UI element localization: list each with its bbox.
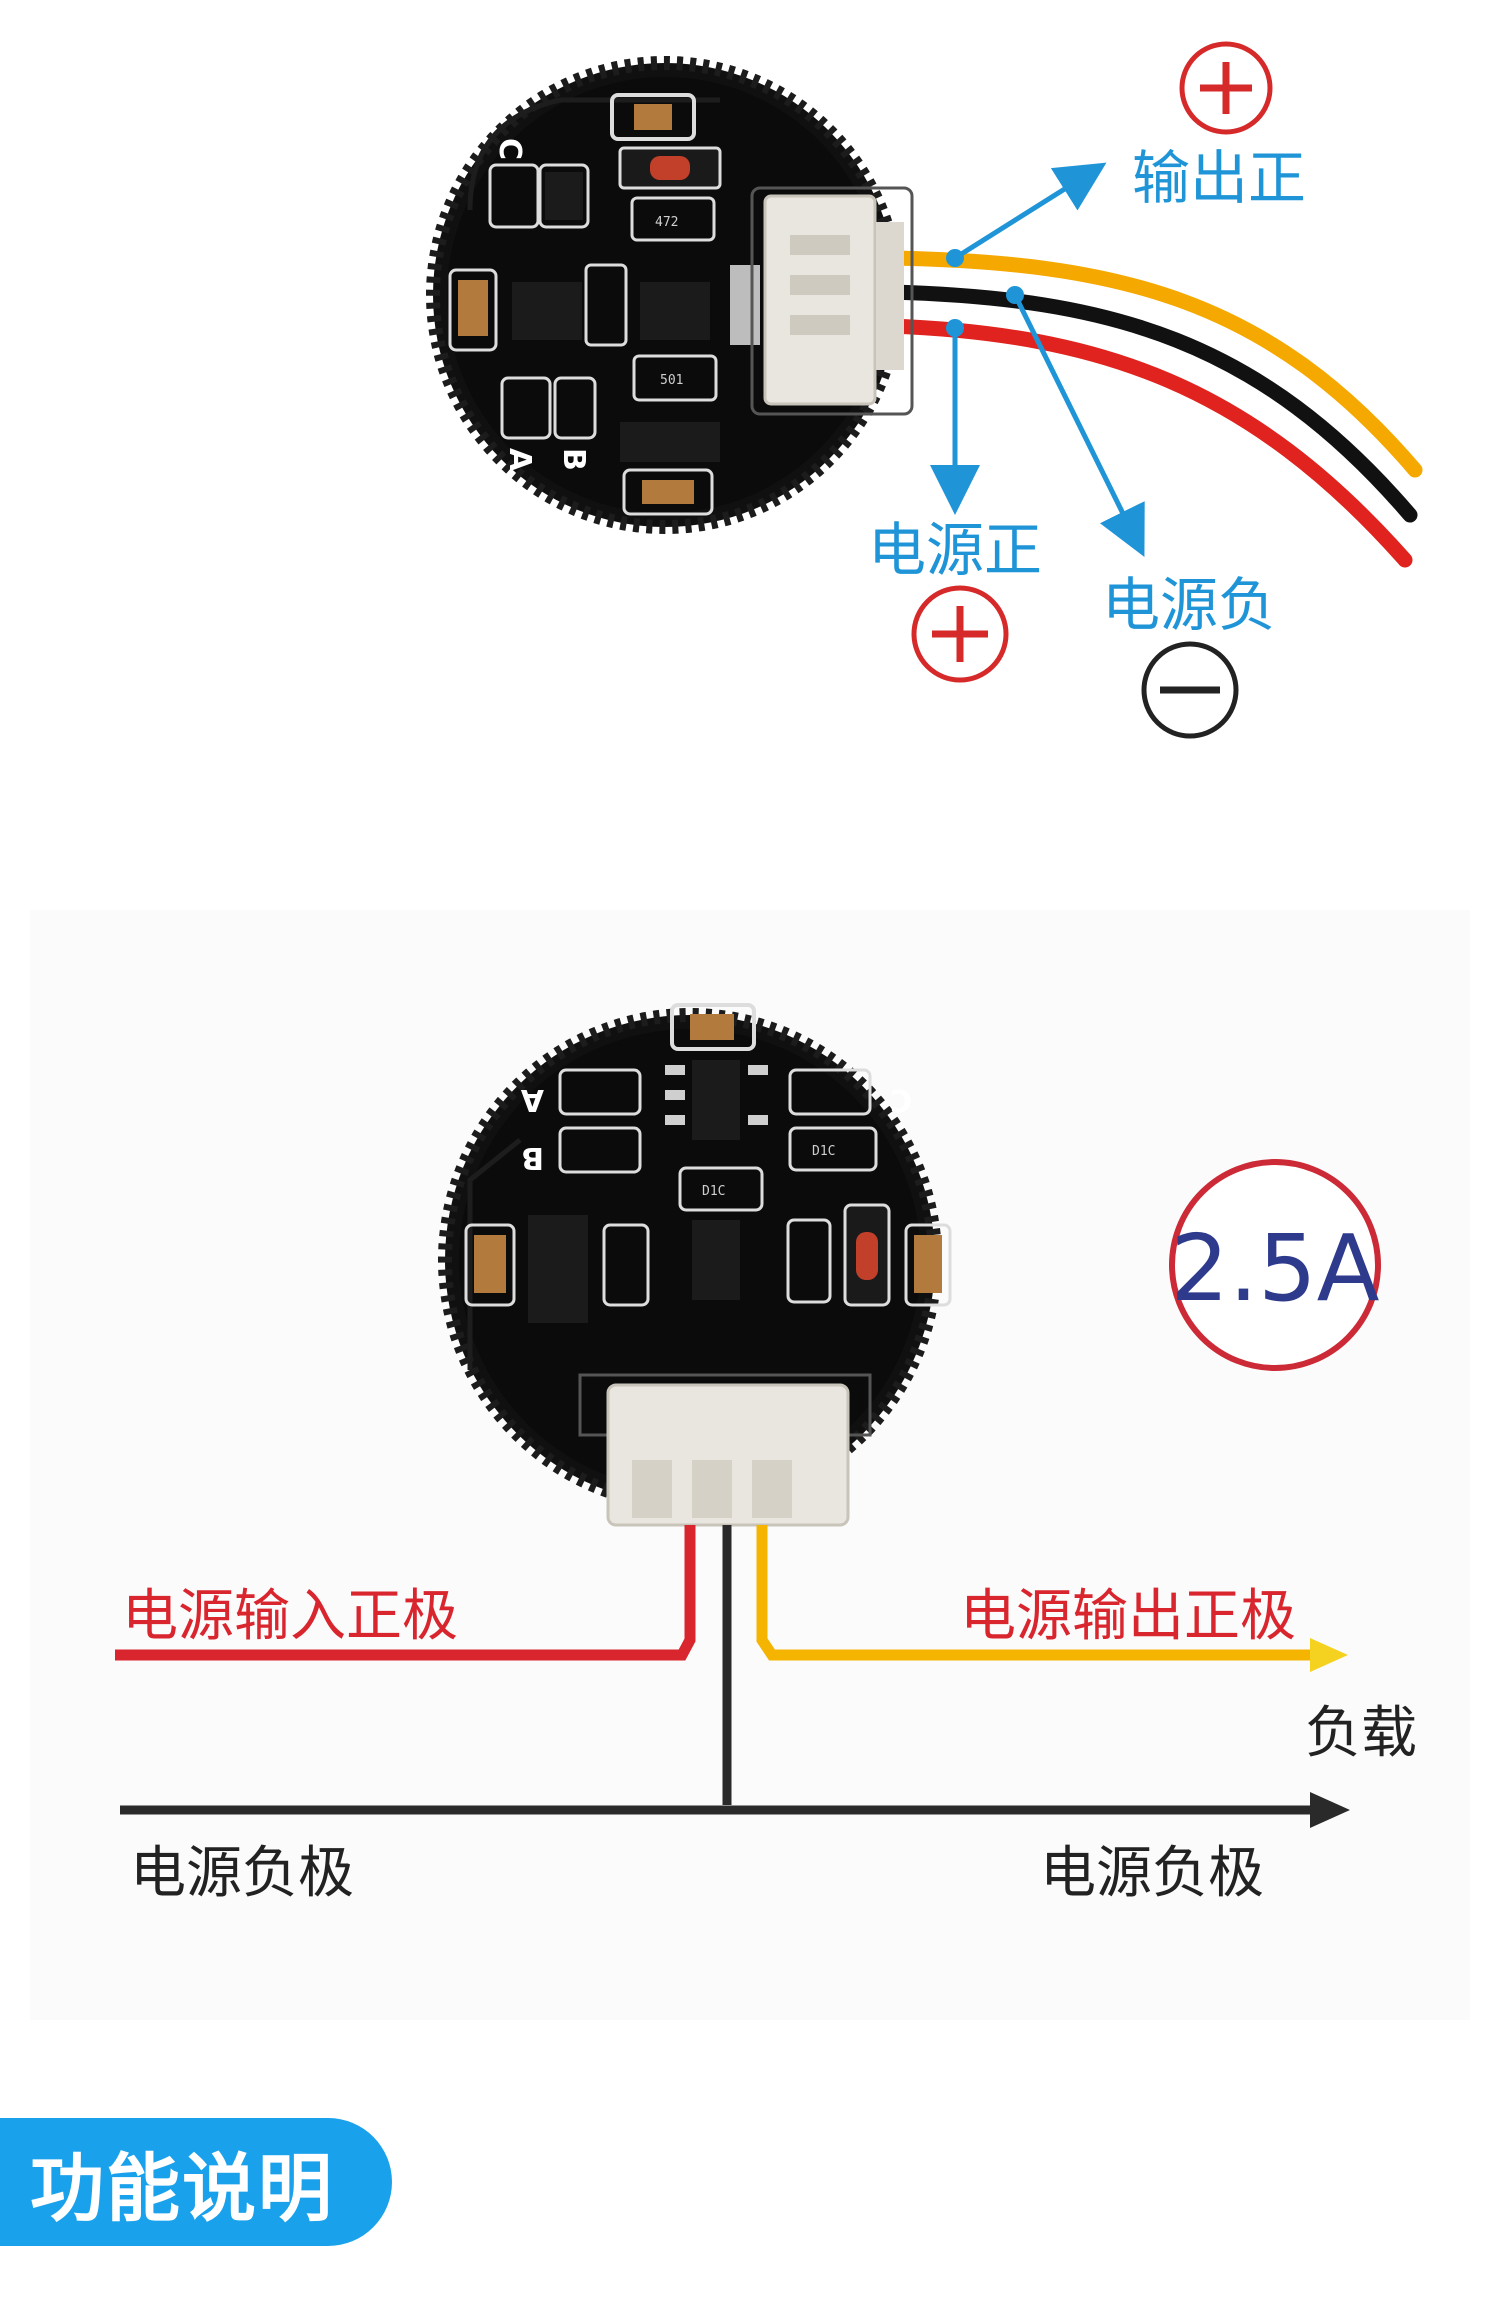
rating-badge: 2.5A [1169,1159,1381,1371]
silk-label-b-bottom: B [521,1140,544,1175]
minus-sign-power [1141,641,1239,739]
section-title: 功能说明 [30,2145,334,2232]
label-negative-left: 电源负极 [130,1841,354,1906]
svg-text:472: 472 [655,215,678,230]
silk-label-c: C [492,138,527,160]
silk-label-a-bottom: A [520,1082,544,1117]
section-tab-function: 功能说明 [0,2118,392,2246]
function-diagram: D1C D1C A B C [30,910,1470,2020]
svg-text:D1C: D1C [812,1144,835,1159]
label-output-positive-diagram: 电源输出正极 [960,1584,1296,1649]
arrow-output-yellow [1310,1638,1348,1672]
rating-text: 2.5A [1170,1215,1379,1322]
label-power-negative: 电源负 [1102,571,1276,639]
label-negative-right: 电源负极 [1040,1841,1264,1906]
callout-arrows [930,162,1145,557]
plus-sign-power [911,585,1009,683]
arrow-negative-black [1310,1792,1350,1828]
label-input-positive: 电源输入正极 [122,1584,458,1649]
silk-label-b: B [556,448,591,471]
label-load: 负载 [1305,1701,1417,1766]
svg-text:D1C: D1C [702,1184,725,1199]
svg-text:501: 501 [660,373,683,388]
silk-label-c-bottom: C [890,1082,912,1117]
pcb-board-top: 472 501 C A B [426,56,914,534]
silk-label-a: A [502,448,537,472]
pcb-board-bottom: D1C D1C A B C [438,1003,952,1527]
plus-sign-output [1179,41,1273,135]
wiring-photo: 472 501 C A B [426,41,1423,739]
wire-bundle [882,250,1423,568]
label-output-positive: 输出正 [1132,144,1306,212]
label-power-positive: 电源正 [868,516,1042,584]
